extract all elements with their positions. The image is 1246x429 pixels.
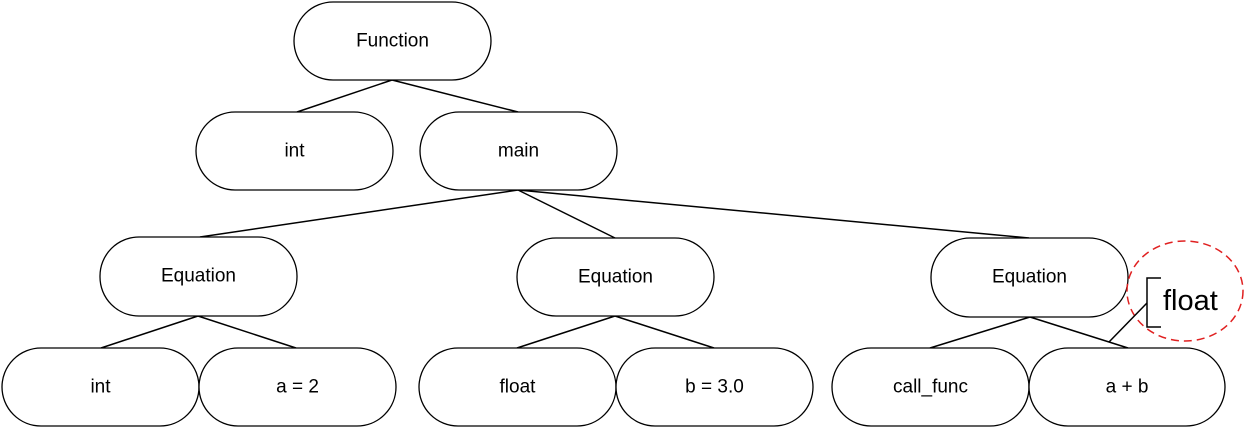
node-label: call_func — [893, 377, 968, 398]
node-label: main — [498, 141, 539, 162]
annotation-leader-line — [1108, 302, 1148, 343]
edge-function-int — [296, 79, 393, 113]
node-label: Equation — [578, 267, 653, 288]
tree-edges — [100, 79, 1129, 349]
node-equation-1: Equation — [99, 236, 298, 317]
node-label: b = 3.0 — [685, 377, 744, 398]
edge-equation-2-assign-b — [614, 315, 715, 349]
edge-equation-2-float — [516, 315, 616, 349]
edge-main-equation-1 — [199, 189, 519, 238]
node-label: Equation — [161, 266, 236, 287]
annotation-bracket — [1146, 277, 1161, 328]
node-label: Function — [356, 31, 429, 52]
node-equation-2: Equation — [516, 237, 715, 317]
node-label: a + b — [1106, 377, 1149, 398]
node-a-plus-b: a + b — [1028, 347, 1226, 427]
node-label: int — [284, 141, 305, 162]
edge-equation-1-assign-a — [197, 315, 297, 349]
edge-function-main — [391, 79, 519, 113]
type-annotation: float — [1108, 240, 1244, 343]
node-int-1: int — [1, 347, 200, 427]
node-main: main — [419, 111, 618, 191]
node-label: Equation — [992, 267, 1067, 288]
node-equation-3: Equation — [930, 237, 1129, 318]
node-assign-b: b = 3.0 — [615, 347, 814, 427]
node-call-func: call_func — [831, 347, 1030, 427]
node-label: a = 2 — [276, 377, 319, 398]
annotation-dashed-circle — [1126, 240, 1244, 342]
edge-main-equation-3 — [517, 189, 1030, 239]
annotation-label: float — [1163, 285, 1218, 317]
edge-equation-1-int — [100, 315, 199, 349]
edge-equation-3-a-plus-b — [1029, 316, 1129, 349]
edge-main-equation-2 — [517, 189, 616, 239]
edge-equation-3-call-func — [929, 316, 1031, 349]
node-label: int — [90, 377, 111, 398]
node-float-1: float — [418, 347, 617, 427]
node-function: Function — [293, 1, 492, 81]
node-assign-a: a = 2 — [198, 347, 397, 427]
node-label: float — [500, 377, 537, 398]
node-int-type: int — [195, 111, 394, 191]
